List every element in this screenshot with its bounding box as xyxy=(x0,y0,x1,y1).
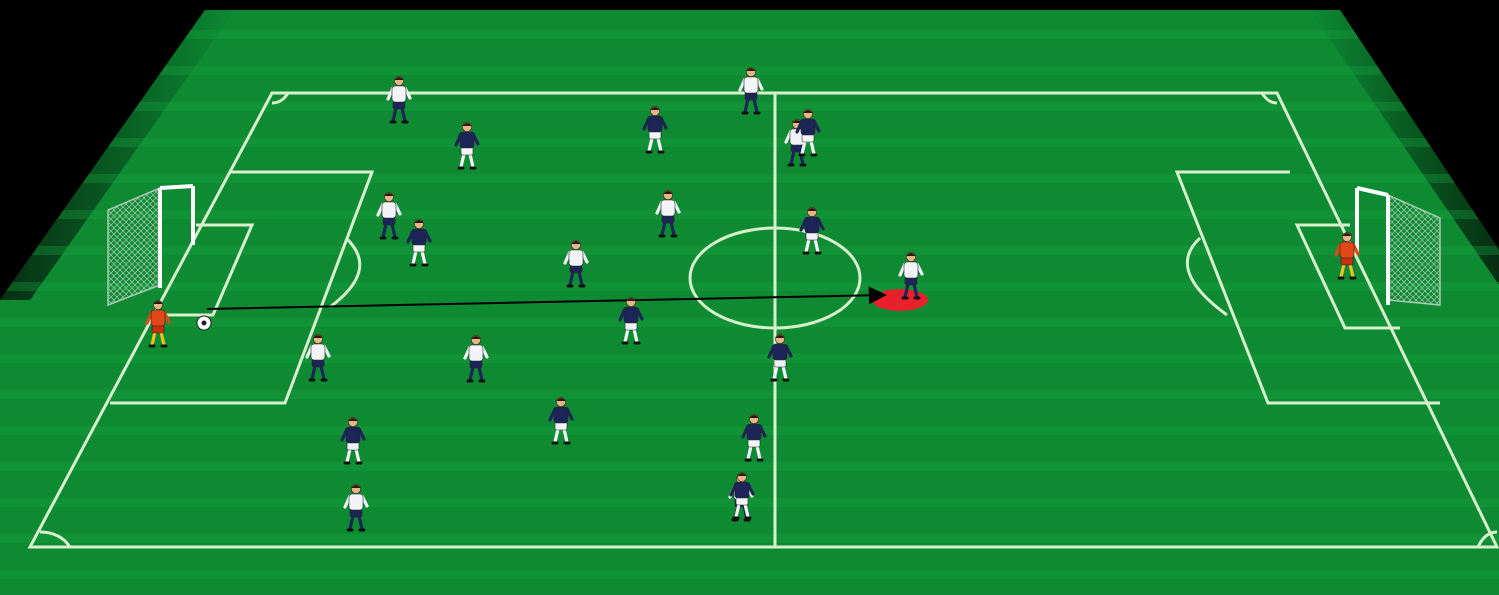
player-shirt xyxy=(349,494,363,510)
pitch-stripe xyxy=(0,534,1499,543)
football xyxy=(197,316,211,330)
player-shirt xyxy=(648,116,662,132)
player-shirt xyxy=(151,310,165,326)
player-shirt xyxy=(904,262,918,278)
player-shirt xyxy=(1340,242,1354,258)
player-shirt xyxy=(382,202,396,218)
target-zone-marker xyxy=(872,289,928,311)
left-goal-crossbar xyxy=(160,186,193,188)
pitch-stripe xyxy=(0,30,1499,39)
player-shirt xyxy=(346,427,360,443)
player-shirt xyxy=(569,250,583,266)
player-shirt xyxy=(311,344,325,360)
pitch-stripe xyxy=(0,390,1499,399)
pitch-stripe xyxy=(0,138,1499,147)
player-shirt xyxy=(624,307,638,323)
player-shirt xyxy=(805,217,819,233)
pitch-stripe xyxy=(0,354,1499,363)
player-shirt xyxy=(801,119,815,135)
player-shirt xyxy=(469,345,483,361)
player-shirt xyxy=(460,132,474,148)
pitch-stripe xyxy=(0,246,1499,255)
player-shirt xyxy=(554,407,568,423)
player-shirt xyxy=(747,424,761,440)
pitch-stripe xyxy=(0,462,1499,471)
player-shirt xyxy=(735,482,749,498)
pitch-stripe xyxy=(0,570,1499,579)
pitch-stripe xyxy=(0,498,1499,507)
player-shirt xyxy=(744,77,758,93)
player-shirt xyxy=(412,229,426,245)
pitch-stripe xyxy=(0,210,1499,219)
player-shirt xyxy=(392,86,406,102)
player-shirt xyxy=(773,344,787,360)
player-shirt xyxy=(661,200,675,216)
